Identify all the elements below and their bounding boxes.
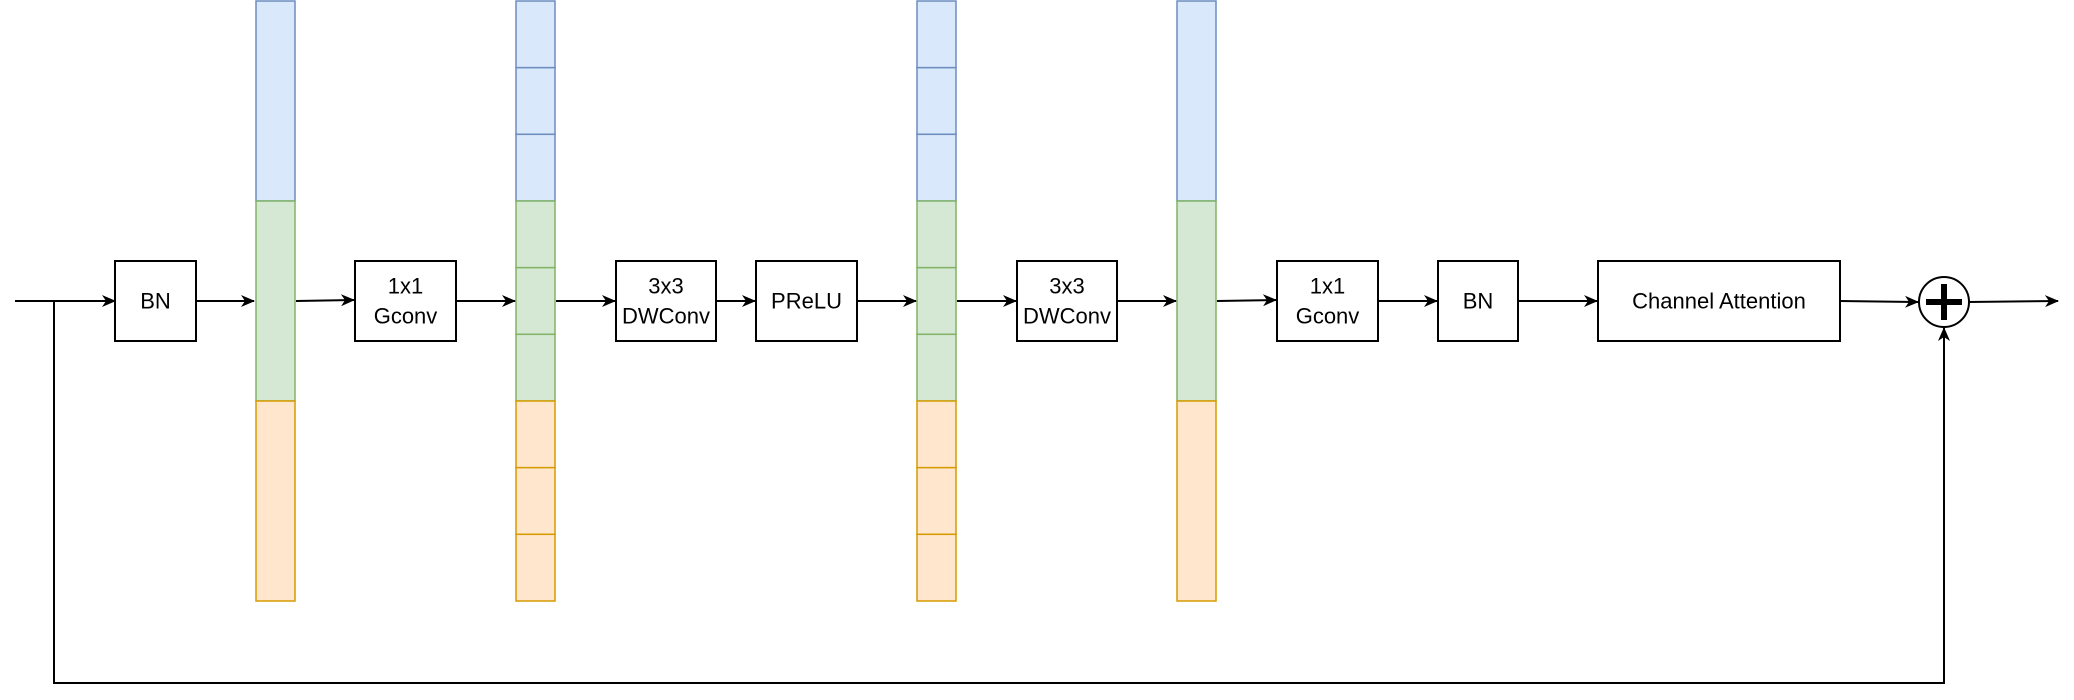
- block-bn-2-label: BN: [1463, 289, 1494, 314]
- bar-2-green-segment: [515, 266, 556, 336]
- bar-2-green-segment: [515, 333, 556, 402]
- bar-2-green-segment: [515, 200, 556, 269]
- arrow-attention-to-sum: [1839, 295, 1919, 308]
- bar-1-orange-segment: [255, 400, 296, 602]
- bar-3-blue-segment: [916, 0, 957, 69]
- bar-3-blue-segment: [916, 66, 957, 136]
- bar-2-blue-segment: [515, 0, 556, 69]
- block-dwconv-2-label-line-1: 3x3: [1049, 274, 1084, 299]
- block-dwconv-2: 3x3 DWConv: [1016, 260, 1118, 342]
- channel-bar-2: [515, 0, 556, 602]
- block-dwconv-1: 3x3 DWConv: [615, 260, 717, 342]
- block-gconv-2-label-line-2: Gconv: [1296, 304, 1360, 329]
- channel-bar-4: [1176, 0, 1217, 602]
- bar-1-green-segment: [255, 200, 296, 402]
- block-gconv-2: 1x1 Gconv: [1276, 260, 1379, 342]
- bar-4-blue-segment: [1176, 0, 1217, 202]
- bar-3-orange-segment: [916, 533, 957, 602]
- bar-1-blue-segment: [255, 0, 296, 202]
- residual-skip-connection: [53, 301, 1950, 684]
- block-dwconv-1-label-line-1: 3x3: [648, 274, 683, 299]
- bar-2-orange-segment: [515, 466, 556, 536]
- block-prelu: PReLU: [755, 260, 858, 342]
- bar-3-green-segment: [916, 333, 957, 402]
- block-channel-attention-label: Channel Attention: [1632, 289, 1806, 314]
- block-bn-1: BN: [114, 260, 197, 342]
- bar-3-orange-segment: [916, 400, 957, 469]
- block-prelu-label: PReLU: [771, 289, 842, 314]
- block-channel-attention: Channel Attention: [1597, 260, 1841, 342]
- block-dwconv-2-label-line-2: DWConv: [1023, 304, 1111, 329]
- bar-2-blue-segment: [515, 66, 556, 136]
- block-bn-1-label: BN: [140, 289, 171, 314]
- arrow-bar1-to-gconv1: [295, 294, 355, 307]
- bar-4-green-segment: [1176, 200, 1217, 402]
- bar-3-blue-segment: [916, 133, 957, 202]
- channel-bar-3: [916, 0, 957, 602]
- output-arrow: [1967, 295, 2059, 308]
- bar-3-orange-segment: [916, 466, 957, 536]
- arrow-bar4-to-gconv2: [1216, 294, 1277, 307]
- bar-3-green-segment: [916, 266, 957, 336]
- block-gconv-2-label-line-1: 1x1: [1310, 274, 1345, 299]
- bar-2-orange-segment: [515, 533, 556, 602]
- bar-2-blue-segment: [515, 133, 556, 202]
- bar-3-green-segment: [916, 200, 957, 269]
- plus-circle-icon: [1918, 276, 1970, 328]
- bar-2-orange-segment: [515, 400, 556, 469]
- block-gconv-1-label-line-2: Gconv: [374, 304, 438, 329]
- connections: [15, 294, 2059, 684]
- block-dwconv-1-label-line-2: DWConv: [622, 304, 710, 329]
- channel-bars: [255, 0, 1217, 602]
- bar-4-orange-segment: [1176, 400, 1217, 602]
- block-gconv-1-label-line-1: 1x1: [388, 274, 423, 299]
- channel-bar-1: [255, 0, 296, 602]
- block-gconv-1: 1x1 Gconv: [354, 260, 457, 342]
- block-bn-2: BN: [1437, 260, 1519, 342]
